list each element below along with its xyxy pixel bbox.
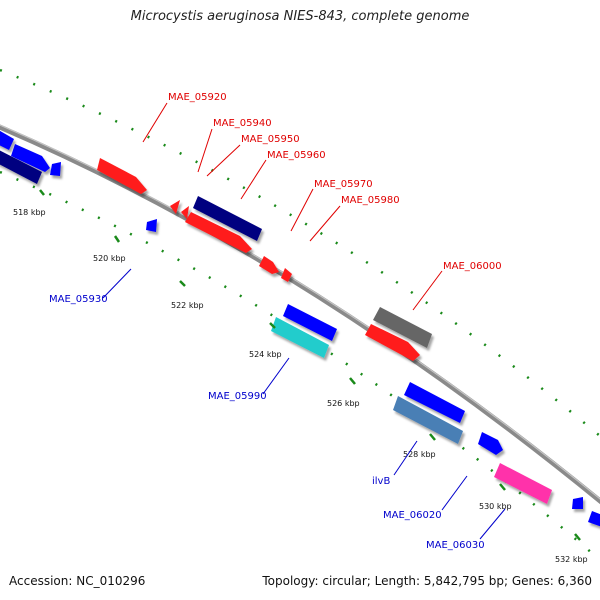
gene-arrow-mae05970[interactable] xyxy=(259,256,279,274)
gene-label-mae05960[interactable]: MAE_05960 xyxy=(267,150,326,161)
minus-callout-lines xyxy=(102,268,506,540)
gene-label-mae05980[interactable]: MAE_05980 xyxy=(341,195,400,206)
gene-arrow-left-4[interactable] xyxy=(50,162,61,176)
gene-arrow-mae05960b[interactable] xyxy=(185,212,252,253)
gene-arrow-grey[interactable] xyxy=(373,307,432,348)
gene-arrow-mae05940[interactable] xyxy=(170,200,180,214)
gene-arrow-left-2[interactable] xyxy=(11,144,50,172)
tick-label-530: 530 kbp xyxy=(479,502,512,511)
gene-arrows xyxy=(0,128,600,528)
gene-label-mae05930[interactable]: MAE_05930 xyxy=(49,294,108,305)
gene-arrow-mae05990[interactable] xyxy=(271,317,329,358)
gene-label-mae05970[interactable]: MAE_05970 xyxy=(314,179,373,190)
gene-arrow-right-1[interactable] xyxy=(572,497,583,509)
plus-strand-labels: MAE_05920 MAE_05940 MAE_05950 MAE_05960 … xyxy=(168,92,502,272)
gene-label-ilvb[interactable]: ilvB xyxy=(372,476,390,487)
gene-label-mae06000[interactable]: MAE_06000 xyxy=(443,261,502,272)
genome-backbone xyxy=(0,124,600,505)
gene-arrow-mae05990-a[interactable] xyxy=(283,304,337,341)
tick-label-528: 528 kbp xyxy=(403,450,436,459)
gene-arrow-mae05920[interactable] xyxy=(97,158,147,194)
gene-arrow-mae05930[interactable] xyxy=(146,219,157,232)
gene-arrow-left-3[interactable] xyxy=(0,148,42,184)
tick-label-532: 532 kbp xyxy=(555,555,588,564)
gene-arrow-left-1[interactable] xyxy=(0,128,14,150)
gene-label-mae05950[interactable]: MAE_05950 xyxy=(241,134,300,145)
gene-label-mae05990[interactable]: MAE_05990 xyxy=(208,391,267,402)
tick-label-520: 520 kbp xyxy=(93,254,126,263)
plus-callout-lines xyxy=(142,102,443,311)
gene-arrow-right-2[interactable] xyxy=(588,511,600,528)
tick-label-522: 522 kbp xyxy=(171,301,204,310)
minus-strand-labels: MAE_05930 MAE_05990 ilvB MAE_06020 MAE_0… xyxy=(49,294,485,551)
gene-arrow-mae05960[interactable] xyxy=(193,196,262,241)
gene-arrow-mae06020[interactable] xyxy=(478,432,503,455)
gene-arrow-mae05950[interactable] xyxy=(181,206,189,219)
gene-arrow-526-a[interactable] xyxy=(404,382,465,423)
tick-label-526: 526 kbp xyxy=(327,399,360,408)
map-title: Microcystis aeruginosa NIES-843, complet… xyxy=(130,9,470,24)
gene-arrow-ilvb[interactable] xyxy=(393,396,463,444)
gene-label-mae06030[interactable]: MAE_06030 xyxy=(426,540,485,551)
position-tick-labels: 518 kbp 520 kbp 522 kbp 524 kbp 526 kbp … xyxy=(13,208,588,564)
accession-text: Accession: NC_010296 xyxy=(9,574,146,588)
gene-label-mae05920[interactable]: MAE_05920 xyxy=(168,92,227,103)
gene-arrow-mae05980[interactable] xyxy=(281,268,292,282)
gene-label-mae06020[interactable]: MAE_06020 xyxy=(383,510,442,521)
gene-arrow-mae06000[interactable] xyxy=(365,324,420,361)
genome-summary-text: Topology: circular; Length: 5,842,795 bp… xyxy=(262,574,592,588)
gene-label-mae05940[interactable]: MAE_05940 xyxy=(213,118,272,129)
tick-label-518: 518 kbp xyxy=(13,208,46,217)
gene-arrow-mae06030[interactable] xyxy=(494,463,552,504)
outer-tick-ring xyxy=(0,68,600,437)
position-ticks xyxy=(39,189,581,541)
genome-backbone-highlight xyxy=(0,124,600,500)
tick-label-524: 524 kbp xyxy=(249,350,282,359)
